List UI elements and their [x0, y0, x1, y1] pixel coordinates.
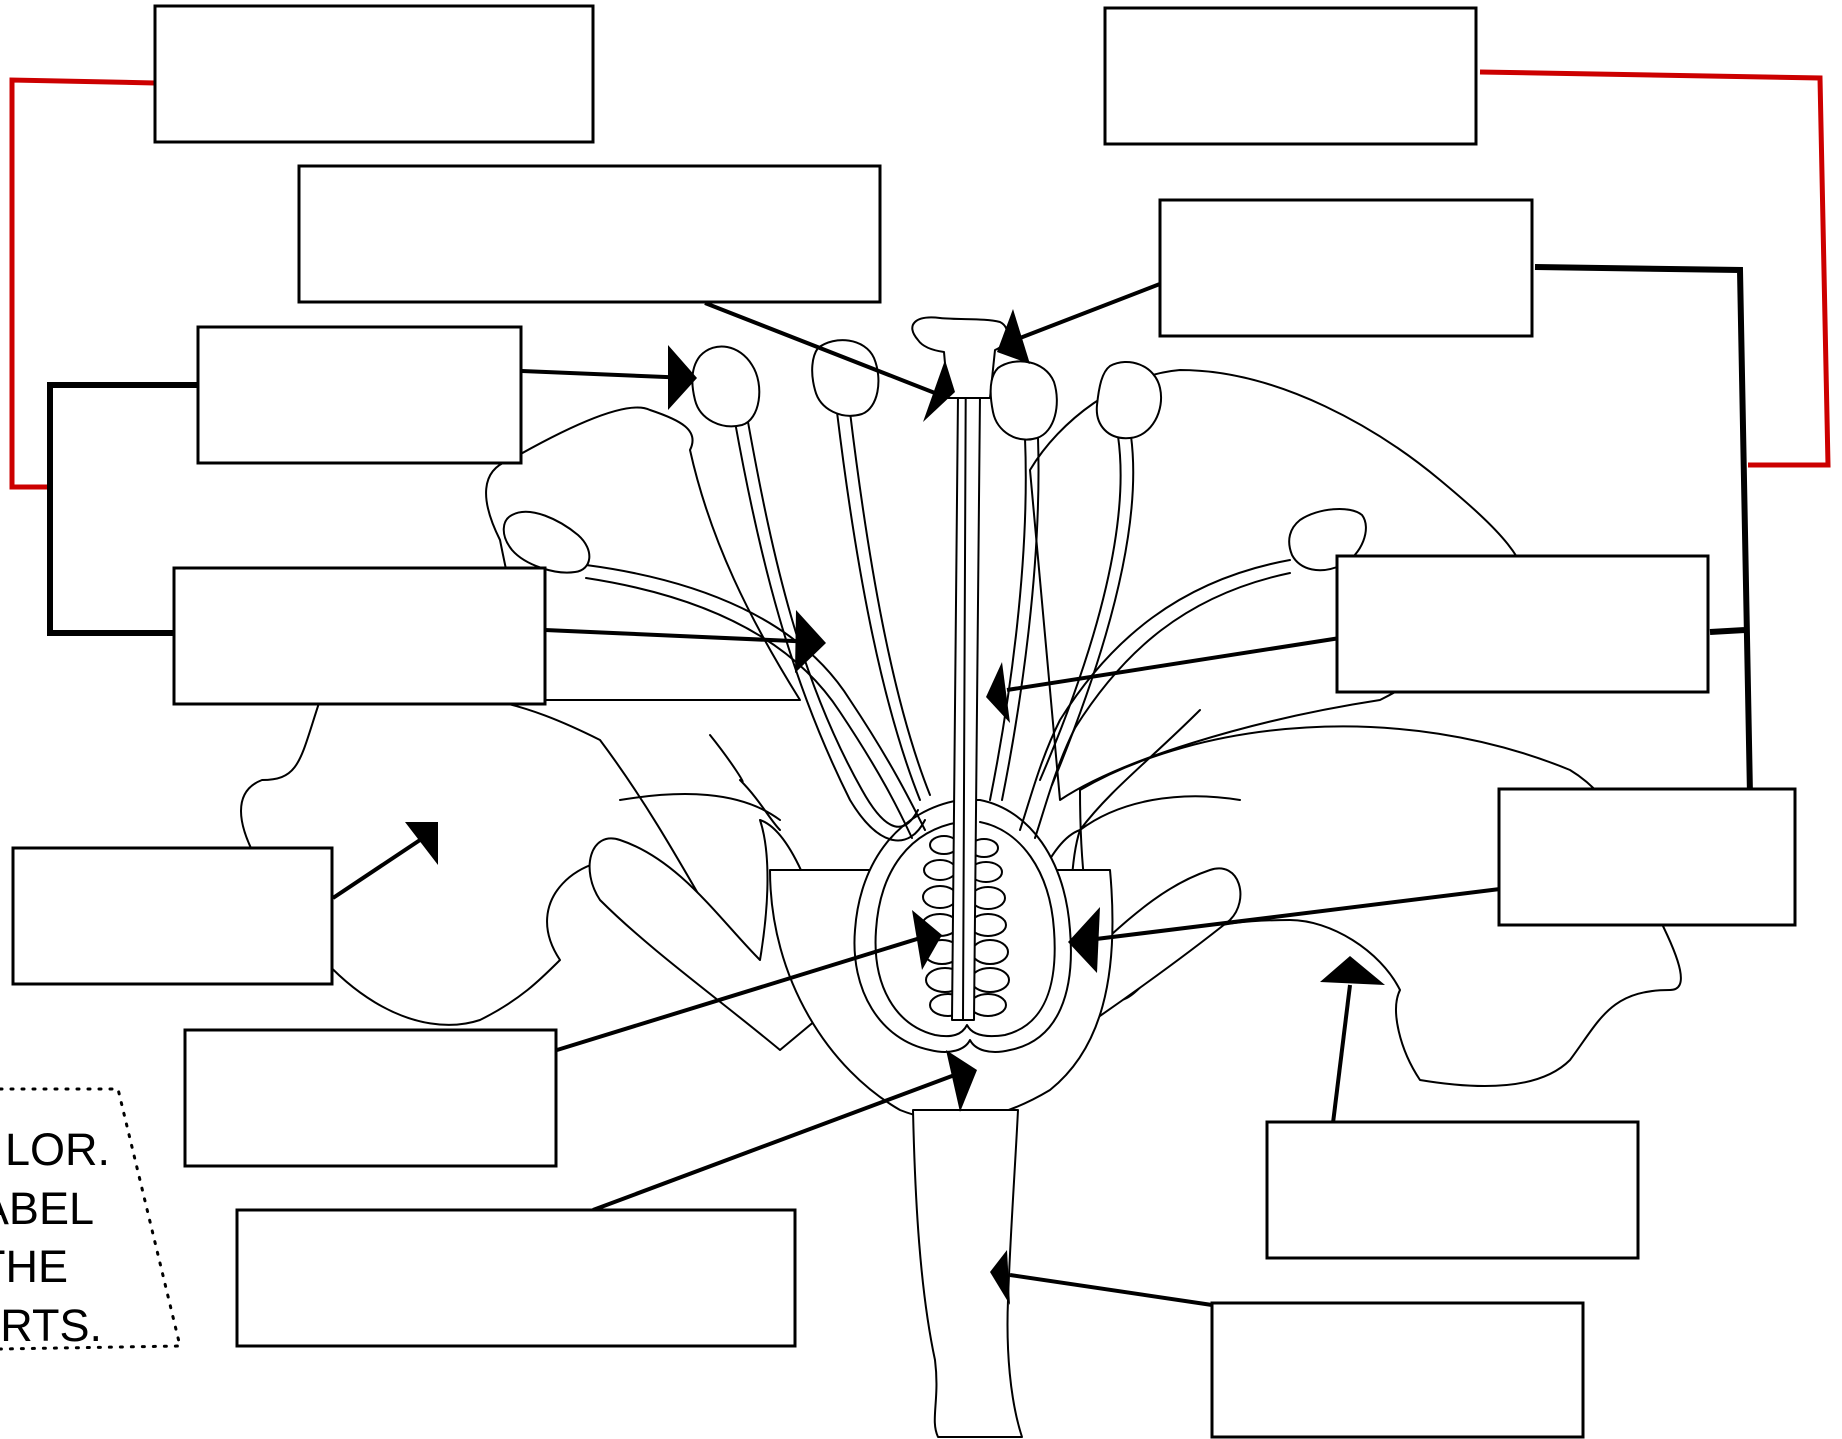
label-box-2[interactable] [297, 164, 882, 304]
arrowhead [997, 309, 1030, 364]
stigma [911, 316, 1009, 399]
label-box-frame[interactable] [235, 1208, 797, 1348]
ovary-wall-inner [874, 821, 1056, 1038]
bracket-black-right [1534, 264, 1753, 796]
filament [989, 437, 1027, 801]
arrowhead [1320, 956, 1385, 985]
filament [849, 411, 931, 796]
label-box-frame[interactable] [1210, 1301, 1585, 1439]
brackets [9, 69, 1831, 796]
label-box-frame[interactable] [11, 846, 334, 986]
instructions-line-1: LOR. [5, 1124, 110, 1175]
leader-line [331, 838, 422, 900]
filament [1001, 437, 1040, 801]
arrowhead [405, 822, 438, 865]
leader-line [1087, 887, 1501, 942]
leader-lines [331, 280, 1501, 1307]
filament [734, 421, 926, 842]
style-center-line [962, 329, 967, 1021]
filament [1039, 435, 1122, 781]
label-box-frame[interactable] [1335, 554, 1710, 694]
ovule [969, 993, 1007, 1017]
ovule [922, 885, 958, 909]
leader-line [592, 1071, 961, 1212]
label-box-8[interactable] [1103, 6, 1478, 146]
label-boxes [11, 4, 1797, 1439]
label-box-7[interactable] [235, 1208, 797, 1348]
arrowhead [668, 345, 697, 410]
leader-line [521, 369, 691, 380]
instructions-note-border [0, 1087, 182, 1351]
instructions-note: LOR. ABEL THE RTS. [0, 1087, 182, 1351]
filament [1034, 572, 1291, 839]
arrowhead [946, 1050, 977, 1112]
leader-line [704, 301, 941, 397]
ovule [970, 967, 1010, 993]
bracket-black-left [47, 382, 200, 636]
arrowhead [923, 360, 955, 422]
arrowhead [912, 910, 942, 970]
label-box-frame[interactable] [297, 164, 882, 304]
filament [747, 421, 919, 828]
label-box-5[interactable] [11, 846, 334, 986]
arrowhead [1068, 907, 1100, 973]
anther [691, 345, 761, 428]
flower-illustration [240, 316, 1682, 1438]
leader-line [1006, 636, 1341, 692]
bracket-red-left [9, 77, 156, 490]
anther [502, 510, 591, 574]
leader-line [1019, 280, 1166, 340]
label-box-3[interactable] [196, 325, 523, 465]
label-box-frame[interactable] [1158, 198, 1534, 338]
instructions-line-3: THE [0, 1241, 68, 1292]
sepal-spike-left-1 [709, 734, 781, 831]
filament [836, 411, 921, 801]
leader-line [1331, 984, 1352, 1124]
ovule [971, 939, 1009, 965]
label-box-13[interactable] [1210, 1301, 1585, 1439]
leader-line [544, 628, 816, 644]
instructions-line-2: ABEL [0, 1183, 94, 1234]
arrowhead [795, 610, 826, 673]
filament [585, 577, 913, 839]
filament [1019, 559, 1291, 831]
peduncle [912, 1109, 1023, 1438]
sepal-spike-right-2 [1079, 795, 1241, 831]
label-box-11[interactable] [1497, 787, 1797, 927]
anthers [502, 339, 1367, 574]
filaments [585, 411, 1291, 842]
label-box-frame[interactable] [1265, 1120, 1640, 1260]
label-box-4[interactable] [172, 566, 547, 706]
anther [989, 360, 1058, 441]
label-box-frame[interactable] [1103, 6, 1478, 146]
bracket-red-right [1479, 69, 1831, 468]
anther [1095, 361, 1163, 440]
anther [811, 339, 880, 417]
label-box-frame[interactable] [172, 566, 547, 706]
label-box-frame[interactable] [183, 1028, 558, 1168]
leader-line [556, 933, 931, 1052]
sepal-spike-right-1 [1079, 709, 1201, 831]
ovule [923, 859, 957, 881]
label-box-10[interactable] [1335, 554, 1710, 694]
label-box-9[interactable] [1158, 198, 1534, 338]
leader-line [1009, 1273, 1213, 1307]
label-box-6[interactable] [183, 1028, 558, 1168]
arrowhead [986, 662, 1010, 723]
label-box-12[interactable] [1265, 1120, 1640, 1260]
label-box-frame[interactable] [196, 325, 523, 465]
sepal-spike-left-2 [619, 793, 781, 821]
petal-upper-left [485, 406, 801, 701]
petal-upper-right [1029, 369, 1531, 801]
arrowhead [990, 1250, 1010, 1305]
label-box-1[interactable] [153, 4, 595, 144]
label-box-frame[interactable] [153, 4, 595, 144]
label-box-frame[interactable] [1497, 787, 1797, 927]
instructions-line-4: RTS. [0, 1300, 102, 1351]
filament [585, 564, 926, 831]
